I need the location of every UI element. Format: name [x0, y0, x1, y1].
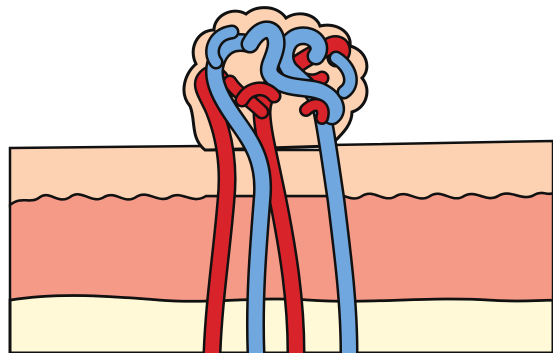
subcutaneous-layer [10, 295, 553, 353]
